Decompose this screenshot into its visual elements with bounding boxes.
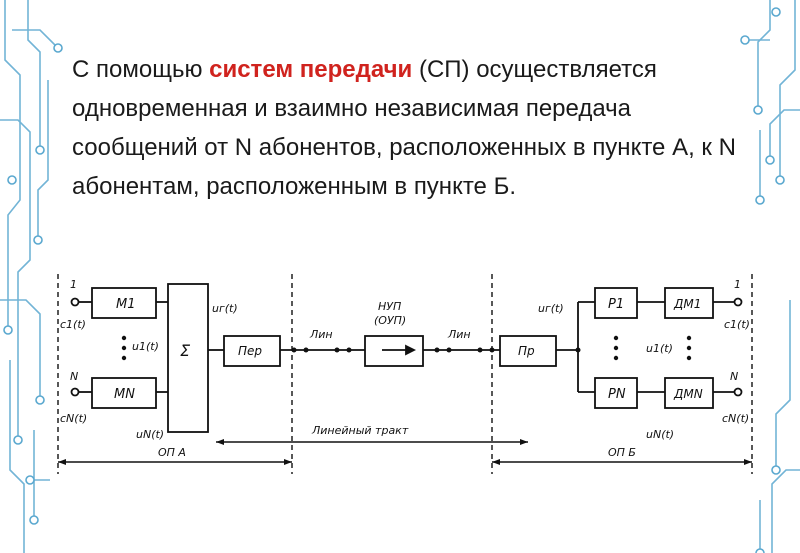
paragraph: С помощью систем передачи (СП) осуществл… [72,50,762,206]
output-n-number: N [730,370,738,383]
demodulator-1-block [664,287,714,319]
output-1-terminal [733,297,743,307]
modulator-n-label: MN [114,387,135,402]
transmitter-label: Пер [238,344,262,358]
transmitter-block [223,335,281,367]
filter-n-label: PN [608,387,626,402]
output-1-signal: c1(t) [724,318,750,331]
modulator-n-block [91,377,157,409]
un-right-label: uN(t) [646,428,674,441]
demodulator-n-block [664,377,714,409]
input-n-signal: cN(t) [60,412,87,425]
filter-n-block [594,377,638,409]
receiver-block [499,335,557,367]
repeater-block [364,335,424,367]
summator-label: Σ [180,341,191,360]
linear-tract-label: Линейный тракт [311,424,409,437]
receiver-label: Пр [518,344,535,358]
input-1-signal: c1(t) [60,318,86,331]
ur-right-label: uг(t) [538,302,564,315]
u1-right-label: u1(t) [646,342,673,355]
repeater-alt-label: (ОУП) [374,314,406,327]
input-n-terminal [70,387,80,397]
demodulator-1-label: ДМ1 [673,297,701,311]
modulator-1-label: M1 [116,297,136,312]
u1-left-label: u1(t) [132,340,159,353]
filter-1-block [594,287,638,319]
line-2-label: Лин [447,328,471,341]
station-a-label: ОП А [158,446,186,459]
input-1-number: 1 [70,278,77,291]
input-n-number: N [70,370,78,383]
paragraph-intro: С помощью [72,56,210,83]
output-1-number: 1 [734,278,741,291]
paragraph-rest: (СП) осуществляется одновременная и взаи… [72,56,736,200]
input-1-terminal [70,297,80,307]
output-n-signal: cN(t) [722,412,749,425]
un-left-label: uN(t) [136,428,164,441]
filter-1-label: P1 [608,297,624,312]
highlighted-term: систем передачи [209,56,413,83]
repeater-label: НУП [378,300,401,313]
modulator-1-block [91,287,157,319]
station-b-label: ОП Б [608,446,636,459]
transmission-system-diagram: 1 c1(t) M1 u1(t) N cN(t) MN uN(t) Σ uг(t… [57,274,753,474]
output-n-terminal [733,387,743,397]
demodulator-n-label: ДМN [673,387,703,401]
summator-block [167,283,209,433]
ur-left-label: uг(t) [212,302,238,315]
line-1-label: Лин [309,328,333,341]
